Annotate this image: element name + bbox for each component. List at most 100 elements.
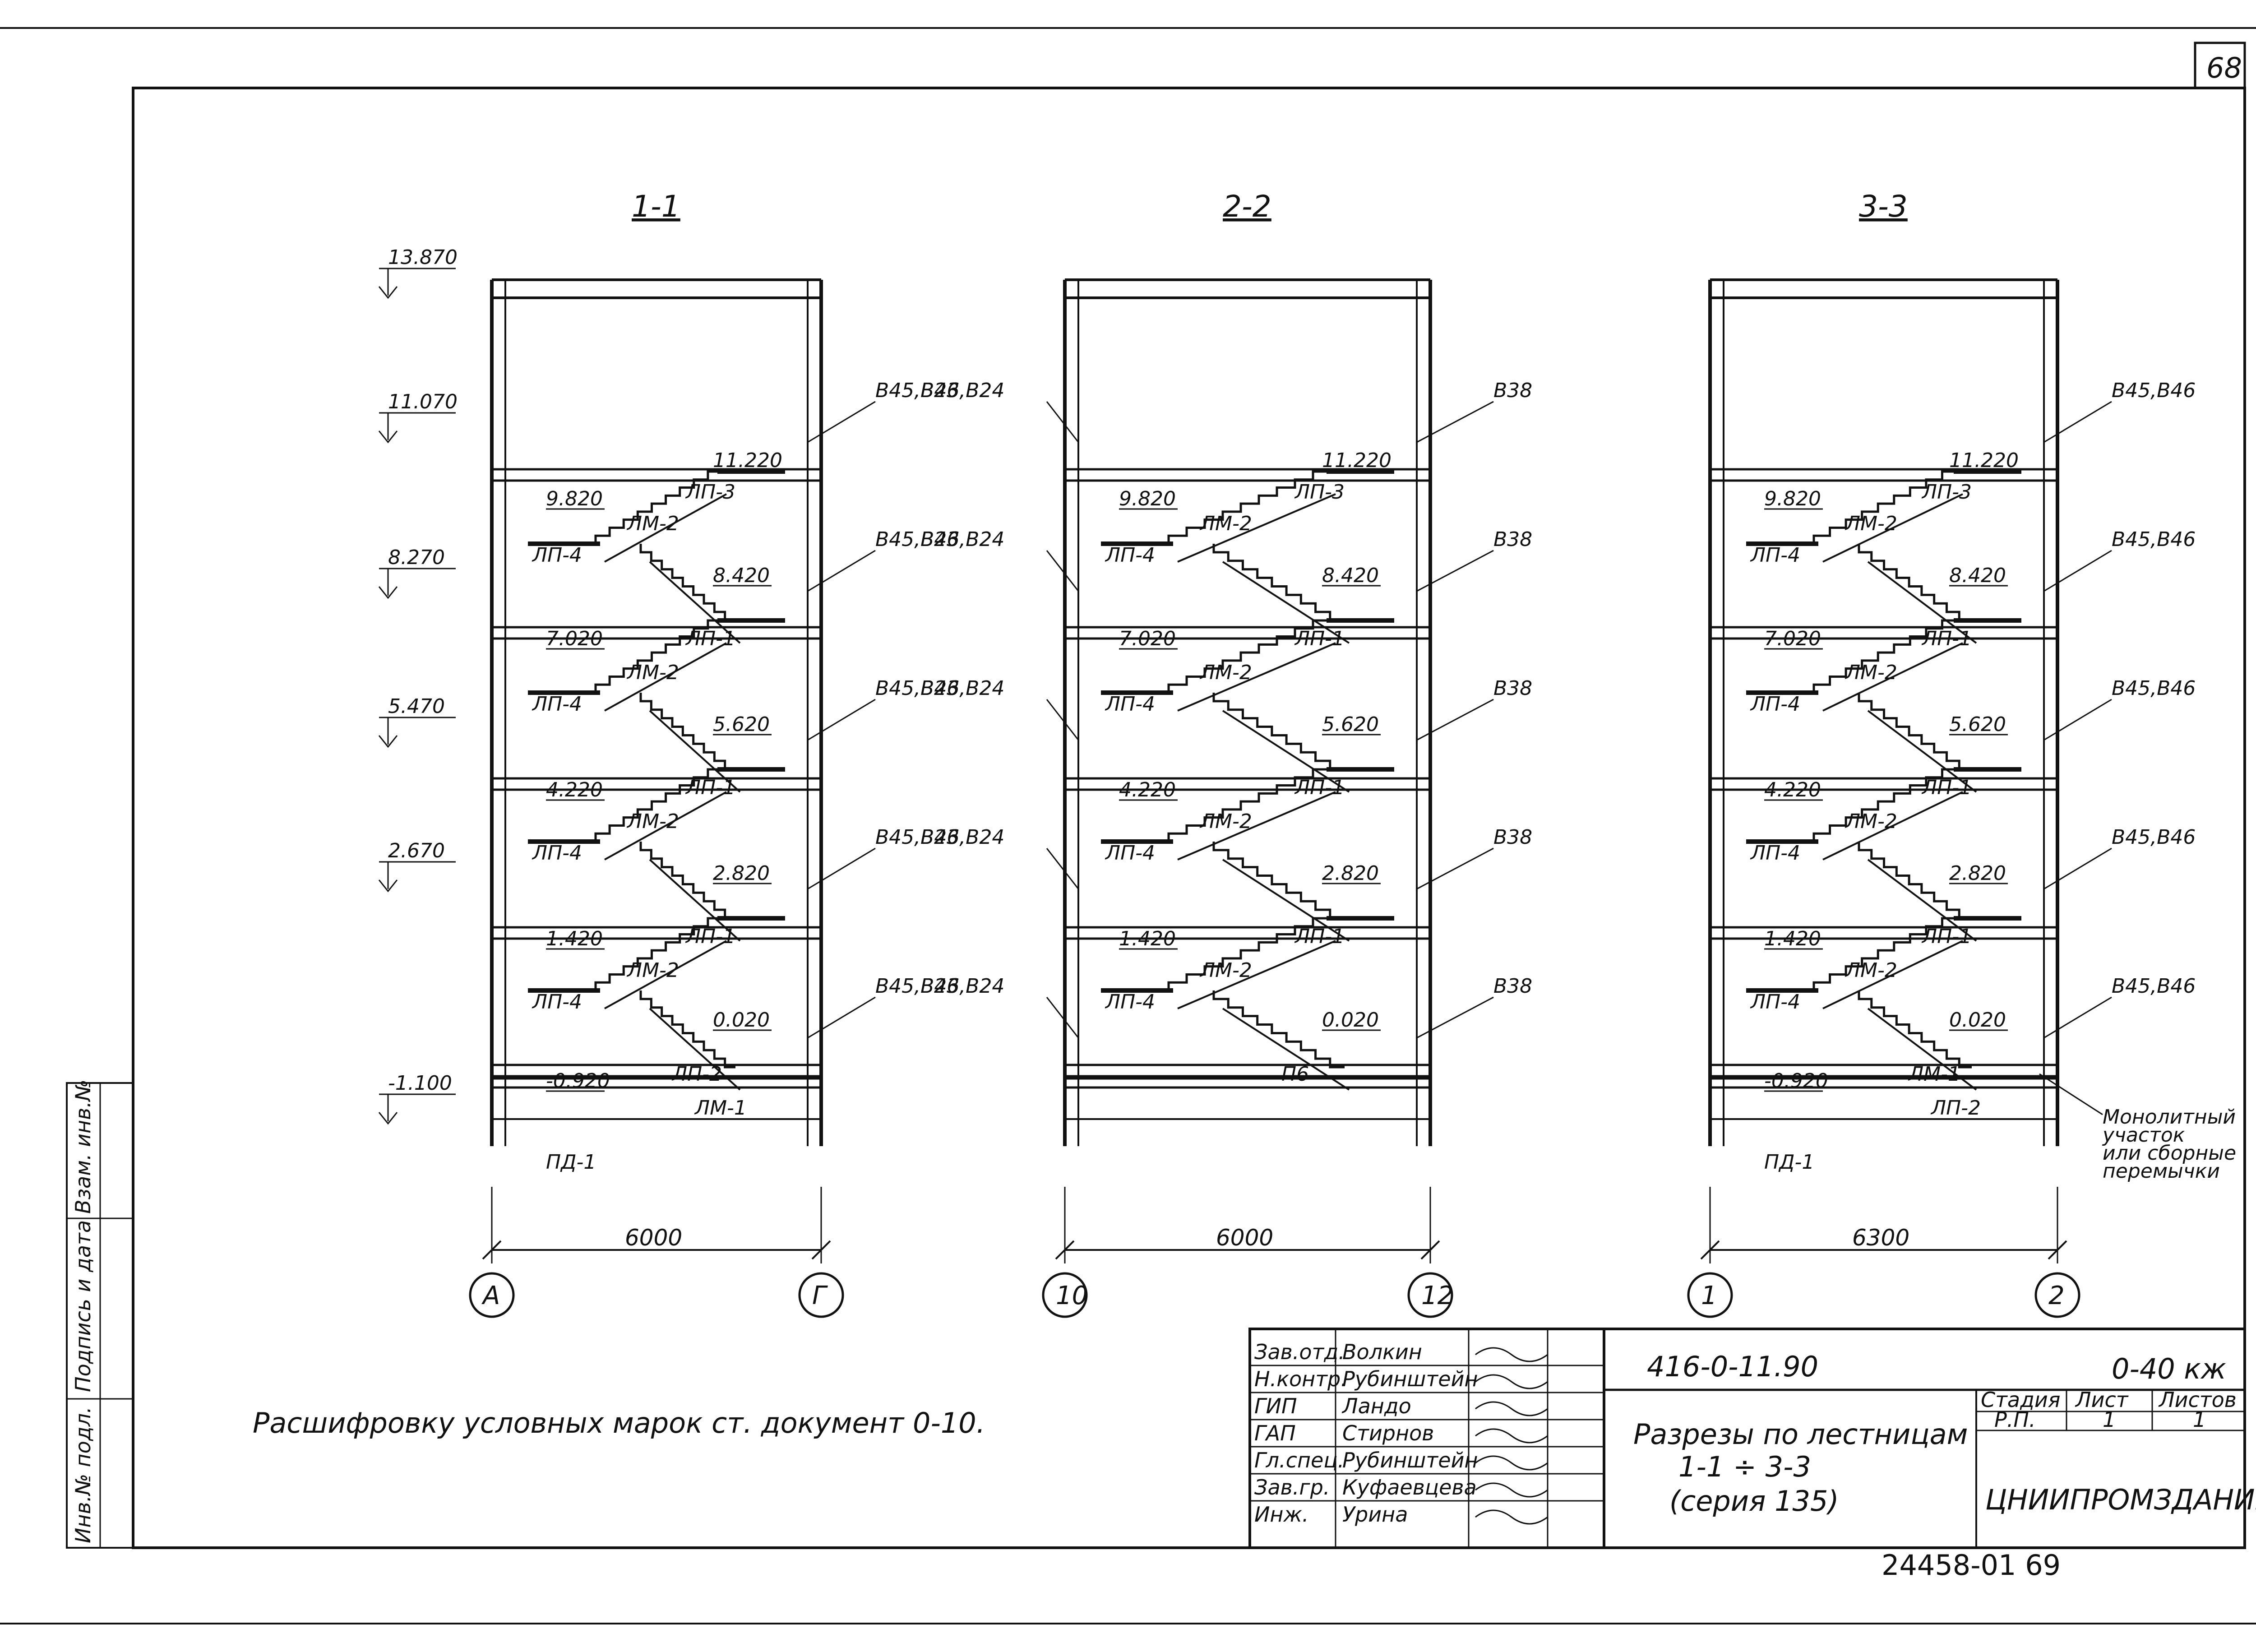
lintel-leader bbox=[1046, 997, 1079, 1038]
element-mark-label: ЛП-4 bbox=[1750, 990, 1800, 1013]
element-mark-label: ЛП-4 bbox=[1105, 693, 1155, 716]
lintel-callout-label: В23,В24 bbox=[920, 379, 1004, 402]
element-mark-label: ЛМ-1 bbox=[1908, 1063, 1960, 1086]
stamp-signature-date: Подпись и дата bbox=[71, 1220, 95, 1392]
element-mark-label: ЛП-4 bbox=[1105, 842, 1155, 865]
stair-level-label: 4.220 bbox=[1764, 778, 1821, 801]
stamp-replace-inv: Взам. инв.№ bbox=[71, 1079, 95, 1214]
stair-flight-up-soffit bbox=[1822, 940, 1963, 1009]
section-title: 3-3 bbox=[1859, 189, 1908, 224]
title-block-role: Зав.отд. bbox=[1254, 1340, 1345, 1364]
title-block-role: Н.контр. bbox=[1254, 1367, 1347, 1391]
element-mark-label: П6 bbox=[1281, 1063, 1309, 1086]
lintel-leader bbox=[2043, 401, 2112, 443]
note-line: перемычки bbox=[2103, 1160, 2220, 1183]
document-code: 0-40 кж bbox=[2112, 1352, 2226, 1385]
element-mark-label: ЛП-4 bbox=[1750, 544, 1800, 567]
element-mark-label: ЛП-4 bbox=[532, 544, 582, 567]
sheet-header: Лист bbox=[2075, 1388, 2129, 1412]
stair-level-label: 8.420 bbox=[1949, 564, 2006, 587]
level-arrow-icon bbox=[378, 286, 398, 299]
axis-bubble-right bbox=[1407, 1272, 1453, 1318]
element-mark-label: ЛМ-2 bbox=[626, 512, 679, 535]
stair-level-label: 7.020 bbox=[1119, 627, 1176, 650]
stage-value: Р.П. bbox=[1994, 1407, 2036, 1432]
stair-flight-down-soffit bbox=[1867, 710, 1977, 793]
element-mark-label: ЛП-3 bbox=[1294, 481, 1345, 504]
lintel-leader bbox=[807, 699, 876, 741]
floor-level-label: 2.670 bbox=[388, 839, 445, 862]
element-mark-label: ЛМ-2 bbox=[1845, 810, 1897, 833]
title-block-name: Рубинштейн bbox=[1342, 1448, 1478, 1472]
axis-bubble-right bbox=[798, 1272, 844, 1318]
axis-bubble-left bbox=[469, 1272, 515, 1318]
dimension-tick-right bbox=[1420, 1240, 1440, 1260]
lintel-leader bbox=[1046, 848, 1079, 889]
section-1-1: 11.2209.8208.4207.0205.6204.2202.8201.42… bbox=[378, 189, 959, 1318]
lintel-callout-label: В45,В46 bbox=[875, 379, 959, 402]
element-mark-label: ЛМ-1 bbox=[694, 1097, 747, 1120]
element-mark-label: ЛМ-2 bbox=[1199, 959, 1252, 982]
axis-label-right: 12 bbox=[1421, 1281, 1453, 1310]
stair-flight-down-soffit bbox=[1222, 859, 1350, 942]
stair-flight-down bbox=[639, 693, 735, 771]
stair-level-label: 5.620 bbox=[713, 713, 770, 736]
stair-level-label: 1.420 bbox=[1764, 927, 1821, 950]
lintel-leader bbox=[1416, 550, 1494, 592]
element-mark-label: ЛП-4 bbox=[532, 842, 582, 865]
level-arrow-icon bbox=[378, 735, 398, 748]
dimension-tick-left bbox=[1055, 1240, 1075, 1260]
element-mark-label: ЛП-2 bbox=[1930, 1097, 1981, 1120]
title-block-role: Гл.спец. bbox=[1254, 1448, 1344, 1472]
stair-flight-down-soffit bbox=[649, 1008, 741, 1091]
lintel-leader bbox=[807, 996, 876, 1039]
element-mark-label: ЛП-1 bbox=[1921, 925, 1972, 948]
organization: ЦНИИПРОМЗДАНИЙ bbox=[1985, 1483, 2256, 1516]
section-2-2: 11.2209.8208.4207.0205.6204.2202.8201.42… bbox=[920, 189, 1532, 1318]
lintel-leader bbox=[1416, 699, 1494, 741]
note-line: участок bbox=[2102, 1124, 2185, 1147]
stair-level-label: 1.420 bbox=[1119, 927, 1176, 950]
stair-level-label: 0.020 bbox=[713, 1009, 770, 1032]
stair-flight-up bbox=[1812, 768, 1958, 842]
floor-level-label: 11.070 bbox=[388, 390, 458, 413]
axis-label-right: Г bbox=[812, 1281, 828, 1310]
stair-flight-up-soffit bbox=[1822, 642, 1963, 712]
note-line: или сборные bbox=[2103, 1142, 2236, 1165]
stair-flight-down bbox=[639, 842, 735, 920]
stair-level-label: 1.420 bbox=[546, 927, 603, 950]
element-mark-label: ЛП-1 bbox=[685, 925, 735, 948]
stair-flight-up bbox=[1167, 470, 1331, 544]
stamp-inv-podl: Инв.№ подл. bbox=[71, 1407, 95, 1543]
lintel-callout-label: В45,В46 bbox=[875, 975, 959, 998]
lintel-callout-label: В45,В46 bbox=[2112, 379, 2196, 402]
lintel-leader bbox=[2043, 847, 2112, 890]
lintel-callout-label: В23,В24 bbox=[920, 677, 1004, 700]
element-mark-label: ЛП-1 bbox=[1921, 627, 1972, 650]
stair-level-label: 5.620 bbox=[1949, 713, 2006, 736]
stair-level-label: 11.220 bbox=[713, 449, 782, 472]
project-code: 416-0-11.90 bbox=[1647, 1350, 1818, 1383]
stair-flight-up bbox=[594, 917, 722, 990]
lintel-callout-label: В45,В46 bbox=[2112, 677, 2196, 700]
lintel-leader bbox=[1046, 401, 1079, 443]
floor-level-label: 8.270 bbox=[388, 546, 445, 569]
signature-scribble bbox=[1475, 1428, 1548, 1444]
stair-flight-up bbox=[594, 470, 722, 544]
title-block-role: ГИП bbox=[1254, 1394, 1297, 1418]
stair-flight-down bbox=[1858, 990, 1972, 1069]
section-3-3: 11.2209.8208.4207.0205.6204.2202.8201.42… bbox=[1687, 189, 2236, 1318]
lintel-callout-label: В23,В24 bbox=[920, 528, 1004, 551]
dimension-tick-right bbox=[2048, 1240, 2067, 1260]
stair-flight-up-soffit bbox=[1177, 493, 1336, 563]
lintel-callout-label: В38 bbox=[1493, 975, 1532, 998]
element-mark-label: ЛП-3 bbox=[1921, 481, 1972, 504]
signature-scribble bbox=[1475, 1482, 1548, 1498]
element-mark-label: ЛП-1 bbox=[685, 627, 735, 650]
title-block-name: Волкин bbox=[1342, 1340, 1422, 1364]
stair-flight-up bbox=[1812, 917, 1958, 990]
element-mark-label: ЛМ-2 bbox=[626, 810, 679, 833]
stair-flight-up-soffit bbox=[1177, 642, 1336, 712]
